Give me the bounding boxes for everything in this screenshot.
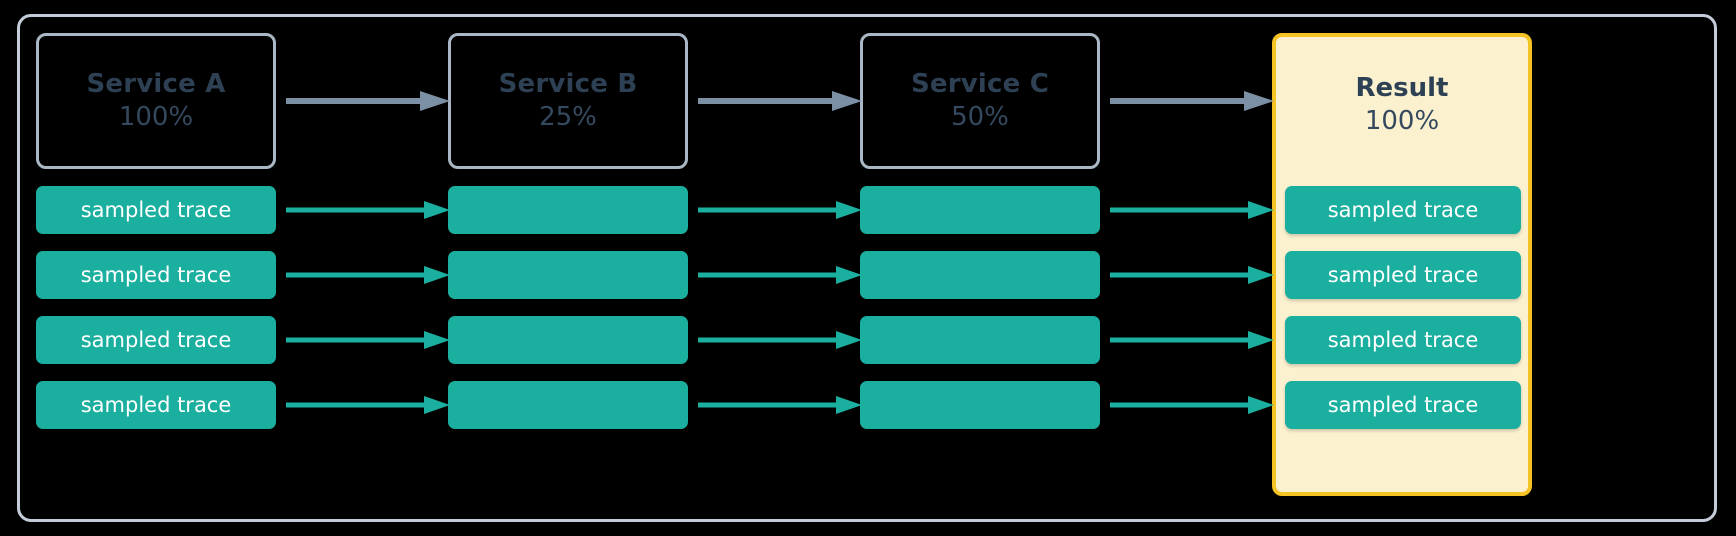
service-percent-a: 100% bbox=[118, 102, 194, 132]
trace-flow-arrow-icon bbox=[1110, 264, 1274, 286]
trace-bar[interactable] bbox=[860, 381, 1100, 429]
service-name-c: Service C bbox=[910, 69, 1050, 100]
trace-flow-arrow-icon bbox=[698, 264, 862, 286]
service-flow-arrow-icon bbox=[286, 90, 450, 112]
trace-flow-arrow-icon bbox=[1110, 199, 1274, 221]
trace-flow-arrow-icon bbox=[698, 329, 862, 351]
trace-bar[interactable] bbox=[860, 251, 1100, 299]
trace-bar[interactable]: sampled trace bbox=[1285, 381, 1521, 429]
service-flow-arrow-icon bbox=[698, 90, 862, 112]
result-name: Result bbox=[1355, 73, 1449, 104]
service-percent-c: 50% bbox=[951, 102, 1009, 132]
service-box-c[interactable]: Service C 50% bbox=[860, 33, 1100, 169]
trace-bar[interactable]: sampled trace bbox=[36, 381, 276, 429]
trace-flow-arrow-icon bbox=[286, 329, 450, 351]
column-service-a: Service A 100% bbox=[36, 0, 276, 536]
trace-bar[interactable]: sampled trace bbox=[36, 316, 276, 364]
trace-flow-arrow-icon bbox=[698, 199, 862, 221]
trace-flow-arrow-icon bbox=[698, 394, 862, 416]
service-flow-arrow-icon bbox=[1110, 90, 1274, 112]
trace-bar[interactable] bbox=[448, 251, 688, 299]
service-box-b[interactable]: Service B 25% bbox=[448, 33, 688, 169]
result-percent: 100% bbox=[1364, 106, 1440, 136]
trace-bar[interactable] bbox=[448, 316, 688, 364]
trace-bar[interactable] bbox=[448, 381, 688, 429]
trace-bar[interactable]: sampled trace bbox=[36, 186, 276, 234]
trace-bar[interactable]: sampled trace bbox=[1285, 316, 1521, 364]
trace-bar[interactable]: sampled trace bbox=[1285, 186, 1521, 234]
trace-bar[interactable]: sampled trace bbox=[36, 251, 276, 299]
trace-flow-arrow-icon bbox=[286, 264, 450, 286]
trace-flow-arrow-icon bbox=[1110, 329, 1274, 351]
trace-bar[interactable]: sampled trace bbox=[1285, 251, 1521, 299]
trace-bar[interactable] bbox=[860, 316, 1100, 364]
outer-frame bbox=[17, 14, 1717, 522]
trace-bar[interactable] bbox=[860, 186, 1100, 234]
trace-flow-arrow-icon bbox=[286, 394, 450, 416]
trace-flow-arrow-icon bbox=[1110, 394, 1274, 416]
service-box-a[interactable]: Service A 100% bbox=[36, 33, 276, 169]
trace-flow-arrow-icon bbox=[286, 199, 450, 221]
service-name-b: Service B bbox=[498, 69, 638, 100]
service-name-a: Service A bbox=[86, 69, 226, 100]
trace-bar[interactable] bbox=[448, 186, 688, 234]
result-header: Result 100% bbox=[1276, 37, 1528, 173]
service-percent-b: 25% bbox=[539, 102, 597, 132]
column-service-b: Service B 25% bbox=[448, 0, 688, 536]
